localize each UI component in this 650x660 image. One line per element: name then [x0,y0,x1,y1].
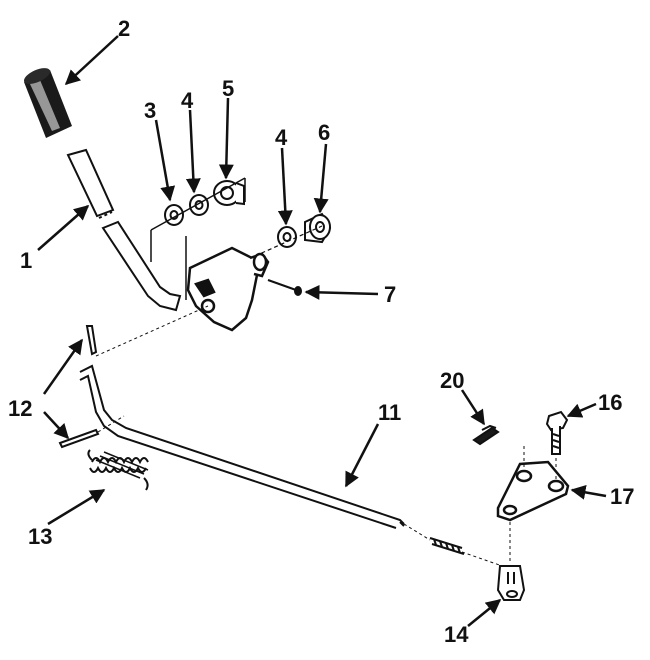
callout-7: 7 [384,282,396,307]
callout-3: 3 [144,98,156,123]
callout-13: 13 [28,524,52,549]
clip [472,424,500,446]
screw [267,279,302,296]
callout-4-right: 4 [275,125,288,150]
callout-20: 20 [440,368,464,393]
callout-5: 5 [222,76,234,101]
handle-grip [23,68,72,138]
callout-17: 17 [610,484,634,509]
bolt [545,410,569,455]
washer-set-upper [164,180,245,226]
cotter-pin-lower [58,428,100,449]
spring [87,449,149,491]
callout-11: 11 [378,400,401,425]
washer-bracket-lines [150,177,246,300]
shift-lever [66,148,182,312]
pin-guide-line-2 [97,415,125,433]
pin-guide-line [95,305,209,357]
callout-arrows [37,35,607,627]
clevis [496,522,526,601]
shift-plate [186,246,270,332]
callout-14: 14 [444,622,469,647]
callout-2: 2 [118,16,130,41]
callout-4: 4 [181,88,194,113]
shift-rod [79,364,509,569]
callout-1: 1 [20,248,32,273]
axis-line [254,225,323,257]
bracket-plate [496,446,570,522]
cotter-pin-upper [85,325,98,356]
callout-16: 16 [598,390,622,415]
callout-6: 6 [318,120,330,145]
callout-12: 12 [8,396,32,421]
